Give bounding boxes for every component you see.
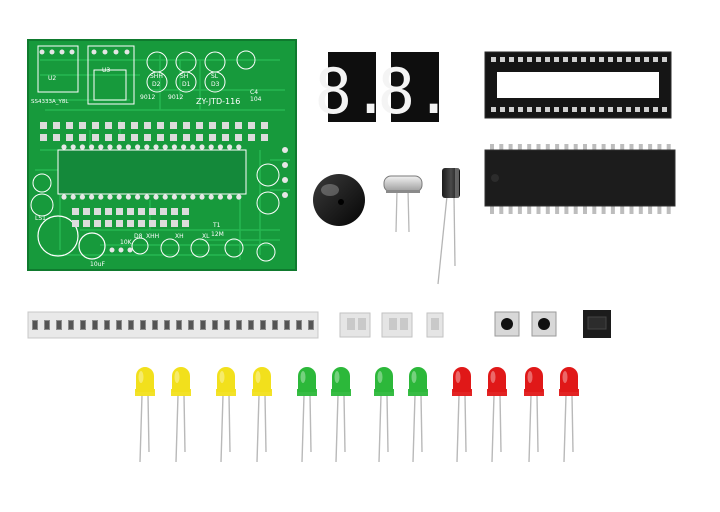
display-digit-2: 8. xyxy=(378,55,453,128)
smd-resistor-tape xyxy=(27,311,319,339)
power-connector xyxy=(583,310,611,338)
smd-component-pair-2 xyxy=(381,312,413,338)
pcb-label-q2: 9012 xyxy=(168,94,183,101)
led-set xyxy=(135,367,579,463)
led xyxy=(452,367,472,463)
pcb-label-shh: SHH xyxy=(150,73,163,80)
ic-socket-40pin xyxy=(484,51,672,119)
pcb-label-q1: 9012 xyxy=(140,94,155,101)
pcb-label-u3: U3 xyxy=(102,67,110,74)
pcb-label-d3: D3 xyxy=(211,81,220,88)
microcontroller-dip40 xyxy=(484,144,676,214)
electrolytic-capacitor xyxy=(437,168,460,285)
pcb-label-c4-value: 104 xyxy=(250,96,262,103)
pcb-label-sh: SH xyxy=(180,73,188,80)
led xyxy=(171,367,191,463)
led xyxy=(408,367,428,463)
tact-switch-2 xyxy=(531,311,557,337)
pcb-label-u2: U2 xyxy=(48,75,56,82)
pcb-label-d2: D2 xyxy=(152,81,161,88)
pcb-board: U2 U3 SS4333A_Y8L 9012 9012 SHH SH SL D2… xyxy=(27,39,297,271)
pcb-label-u2-part: SS4333A_Y8L xyxy=(31,99,69,105)
pcb-label-d8: D8 xyxy=(134,233,143,240)
tact-switch-1 xyxy=(494,311,520,337)
seven-segment-display-2: 8. xyxy=(378,52,453,128)
led xyxy=(559,367,579,463)
smd-component-pair-1 xyxy=(339,312,371,338)
pcb-label-sl: SL xyxy=(211,73,219,80)
seven-segment-display-1: 8. xyxy=(315,52,390,128)
pcb-label-xhh: XHH xyxy=(146,233,159,240)
display-digit-1: 8. xyxy=(315,55,390,128)
smd-component-single xyxy=(426,312,444,338)
led xyxy=(135,367,155,463)
led xyxy=(374,367,394,463)
pcb-label-c4: C4 xyxy=(250,89,258,96)
pcb-label-t1-value: 12M xyxy=(211,231,224,238)
pcb-label-ls1: LS1 xyxy=(35,215,46,222)
pcb-pads xyxy=(39,49,288,253)
pcb-label-c1-value: 10uF xyxy=(90,261,105,268)
led xyxy=(216,367,236,463)
led xyxy=(331,367,351,463)
pcb-label-xh: XH xyxy=(175,233,184,240)
pcb-label-r-10k: 10K xyxy=(120,239,133,246)
led xyxy=(487,367,507,463)
led xyxy=(252,367,272,463)
pcb-label-t1: T1 xyxy=(212,222,221,229)
led xyxy=(297,367,317,463)
crystal-oscillator xyxy=(383,175,423,233)
pcb-label-d1: D1 xyxy=(182,81,191,88)
pcb-label-xl: XL xyxy=(202,233,210,240)
pcb-model-label: ZY-JTD-116 xyxy=(196,97,240,106)
buzzer xyxy=(313,174,365,226)
led xyxy=(524,367,544,463)
